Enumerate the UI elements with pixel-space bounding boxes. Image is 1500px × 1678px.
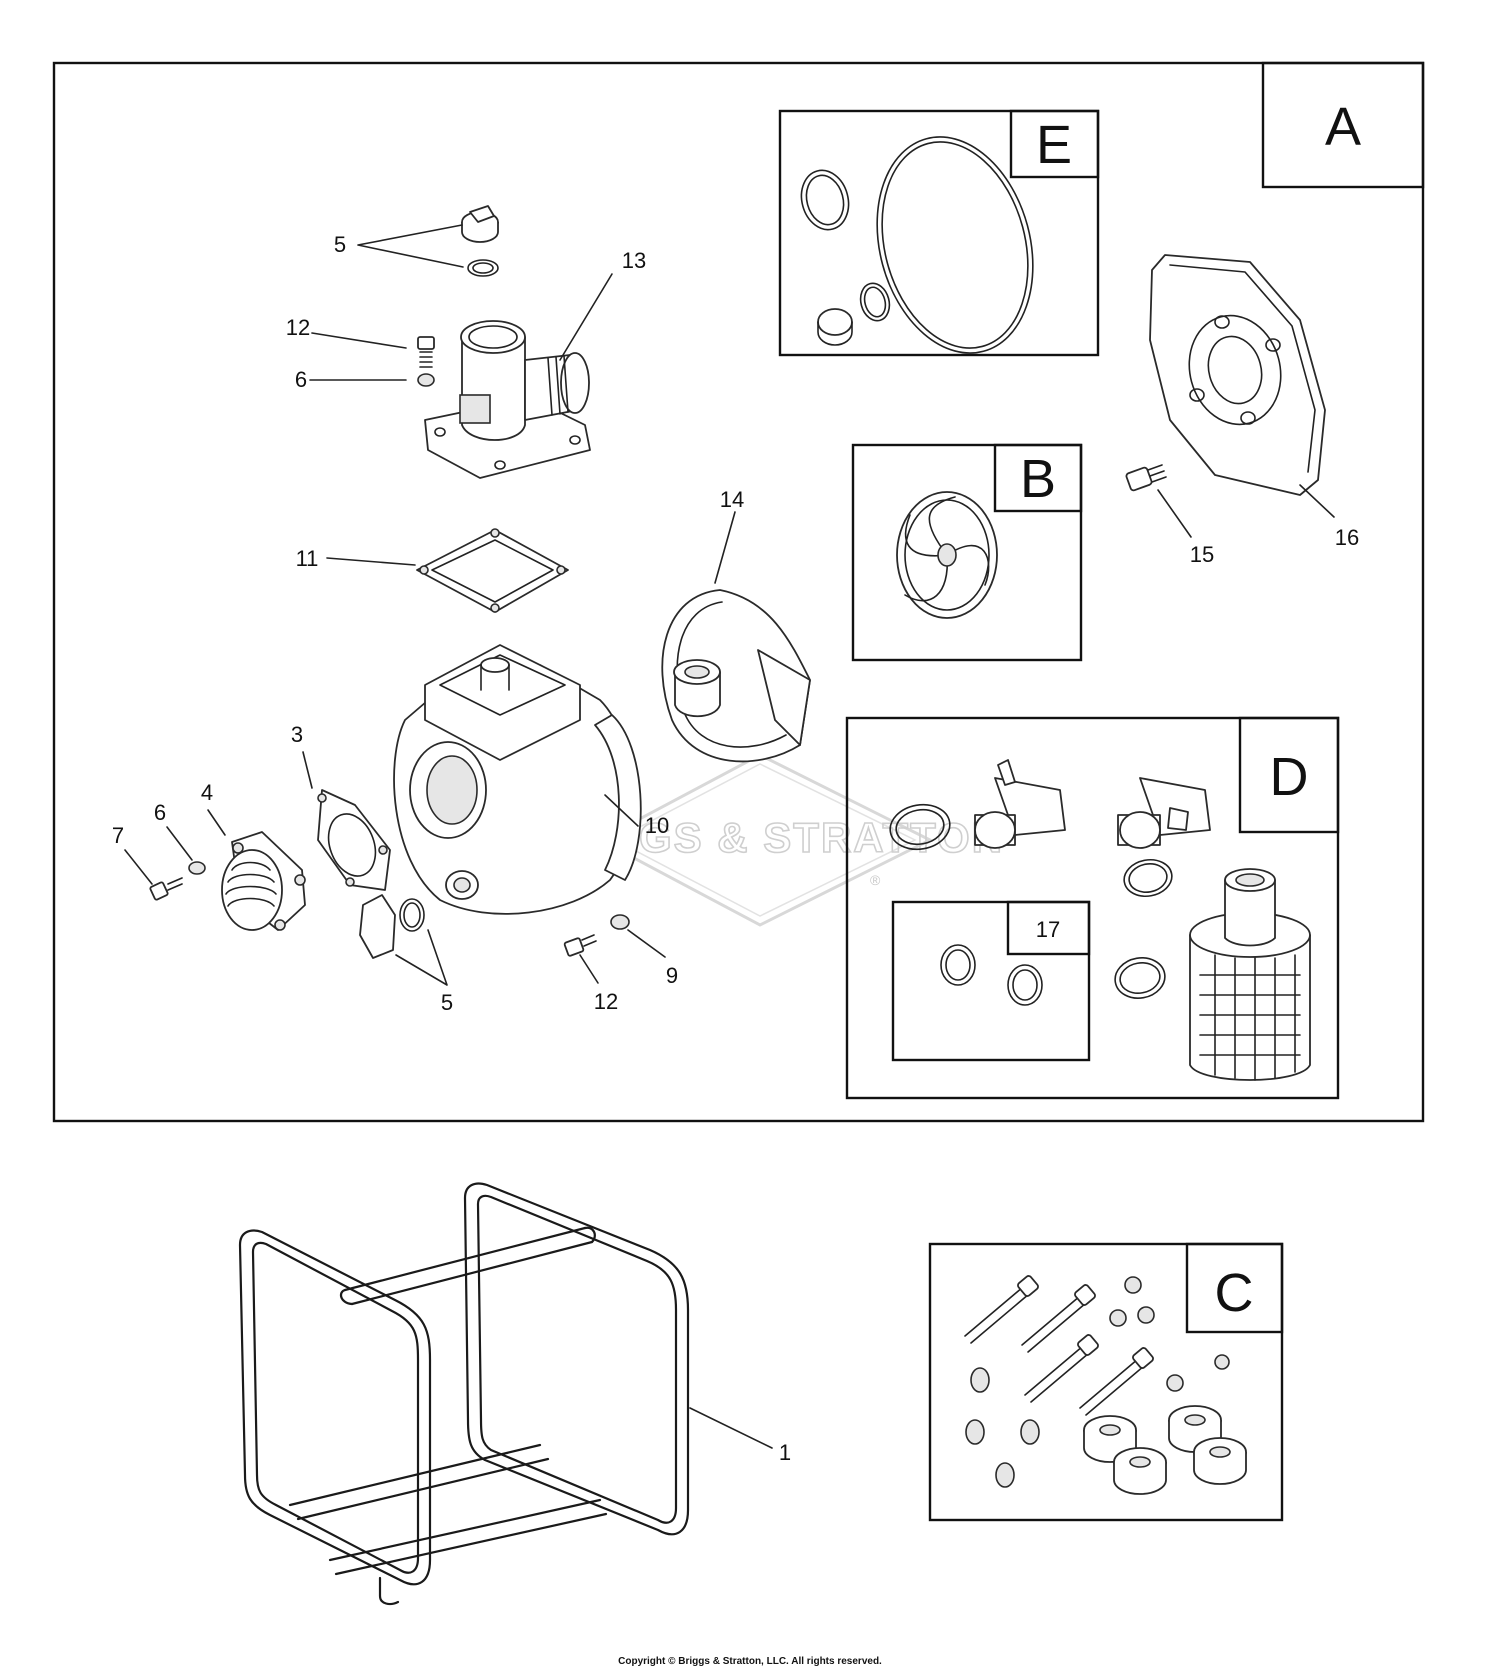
bolt-15-part	[1125, 464, 1167, 492]
kit-a-frame	[52, 61, 1425, 1123]
callout-14: 14	[720, 487, 744, 512]
kit-e-orings	[800, 136, 1034, 354]
callout-12-bottom: 12	[594, 989, 618, 1014]
kit-d-frame	[845, 716, 1340, 1100]
callout-11: 11	[296, 546, 319, 571]
bolt-12-top-part	[417, 336, 435, 387]
back-plate-part	[1149, 254, 1326, 496]
callout-12-top: 12	[286, 315, 310, 340]
kit-a-label: A	[1325, 97, 1361, 157]
kit-b-label: B	[1020, 449, 1056, 509]
kit-e-frame	[778, 109, 1100, 357]
callout-1: 1	[779, 1440, 791, 1465]
callout-16: 16	[1335, 525, 1359, 550]
kit-c-frame	[928, 1242, 1284, 1522]
fill-cap-part	[461, 205, 499, 277]
callout-6-bottom: 6	[154, 800, 166, 825]
callout-13: 13	[622, 248, 646, 273]
gasket-3-part	[317, 789, 391, 891]
kit-17-frame	[891, 900, 1091, 1062]
kit-c-hardware	[964, 1275, 1247, 1495]
drain-cap-5-part	[359, 894, 425, 959]
bolt-7-part	[149, 877, 183, 901]
washer-6-bottom-part	[188, 861, 206, 875]
callout-5-bottom: 5	[441, 990, 453, 1015]
callout-9: 9	[666, 963, 678, 988]
kit-b-label-box	[993, 443, 1083, 513]
callout-7: 7	[112, 823, 124, 848]
kit-b-frame	[851, 443, 1083, 662]
volute-14-part	[661, 589, 811, 763]
kit-e-label: E	[1036, 115, 1072, 175]
discharge-port-part	[424, 320, 591, 479]
callout-3: 3	[291, 722, 303, 747]
callout-6-top: 6	[295, 367, 307, 392]
callout-4: 4	[201, 780, 213, 805]
callout-10: 10	[645, 813, 669, 838]
pump-frame-1-part	[238, 1182, 690, 1606]
copyright-notice: Copyright © Briggs & Stratton, LLC. All …	[618, 1656, 882, 1667]
callout-numbers: 5 12 6 13 11 14 10 3 4 6 7 5 12 9 15 16 …	[112, 232, 1359, 1465]
kit-17-orings	[940, 944, 1043, 1006]
bolt-12-bottom-part	[563, 934, 597, 957]
kit-17-label-box	[1006, 900, 1091, 956]
callout-15: 15	[1190, 542, 1214, 567]
kit-d-parts	[889, 759, 1311, 1081]
kit-d-label-box	[1238, 716, 1340, 834]
callout-5-top: 5	[334, 232, 346, 257]
pump-housing-10-part	[393, 644, 642, 915]
kit-17-label: 17	[1036, 917, 1060, 942]
kit-e-label-box	[1009, 109, 1100, 179]
kit-c-label-box	[1185, 1242, 1284, 1334]
kit-c-label: C	[1215, 1263, 1254, 1323]
suction-port-4-part	[221, 831, 306, 931]
nut-9-part	[610, 914, 630, 930]
kit-d-label: D	[1270, 747, 1309, 807]
kit-a-label-box	[1261, 61, 1425, 189]
impeller-part	[896, 491, 998, 619]
watermark-registered: ®	[870, 872, 881, 888]
leader-lines	[124, 224, 1335, 1449]
gasket-11-part	[416, 528, 569, 613]
